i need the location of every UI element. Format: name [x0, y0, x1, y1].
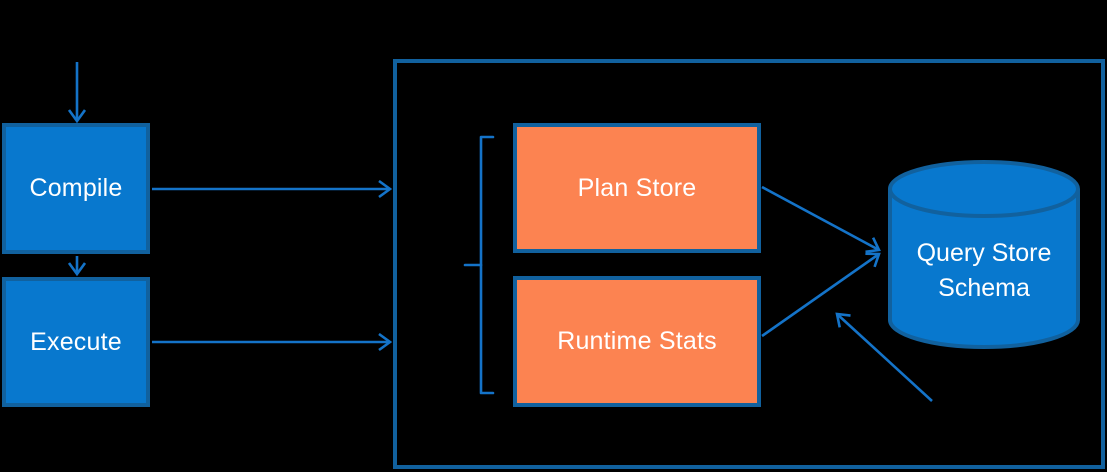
execute-node: Execute: [2, 277, 150, 407]
runtime-stats-node: Runtime Stats: [513, 276, 761, 407]
plan-store-node: Plan Store: [513, 123, 761, 253]
query-store-schema-label-line2: Schema: [938, 274, 1030, 302]
execute-label: Execute: [30, 327, 122, 356]
plan-store-label: Plan Store: [577, 173, 697, 202]
compile-label: Compile: [29, 174, 123, 202]
query-store-schema-label: Query Store Schema: [890, 236, 1078, 306]
query-store-container: [393, 59, 1105, 469]
query-store-schema-label-line1: Query Store: [916, 239, 1052, 267]
runtime-stats-label: Runtime Stats: [557, 327, 717, 355]
compile-node: Compile: [2, 123, 150, 254]
